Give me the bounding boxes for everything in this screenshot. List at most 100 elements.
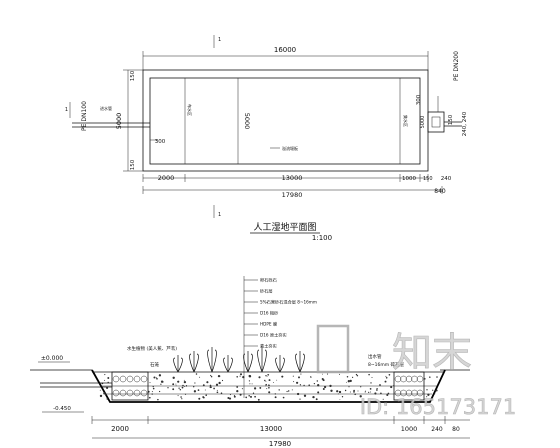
- section-right-label-gravel: 8~16mm 碎石层: [368, 361, 405, 368]
- gravel-dot: [209, 384, 212, 387]
- gravel-dot: [434, 393, 436, 395]
- gravel-dot: [317, 391, 320, 394]
- section-elev-0: ±0.000: [41, 355, 63, 362]
- gravel-dot: [300, 373, 302, 375]
- gravel-dot: [199, 376, 201, 378]
- gravel-dot: [198, 397, 201, 400]
- gravel-dot: [374, 392, 377, 395]
- gravel-dot: [248, 395, 250, 397]
- plan-section-mark-top: 1: [218, 37, 221, 43]
- gravel-dot: [204, 389, 206, 391]
- section-elev-neg: -0.450: [53, 406, 71, 412]
- section-inlet-gabion: [111, 371, 149, 401]
- gravel-dot: [221, 379, 224, 382]
- layer-callout-label: 5%石膏砂石混合层 8~16mm: [260, 299, 317, 306]
- gabion-stone: [126, 389, 134, 397]
- gravel-dot: [233, 395, 236, 398]
- plan-dim-13000: 13000: [282, 174, 303, 182]
- gravel-dot: [99, 394, 103, 398]
- gravel-dot: [353, 391, 355, 393]
- gravel-dot: [218, 381, 221, 385]
- plan-label-outlet-zone: 集水区: [403, 115, 409, 127]
- plan-dim-1000: 1000: [402, 176, 416, 182]
- plan-view: 16000 5000 150 150 5000 布水区 集水区 溢流堰板 300…: [65, 35, 468, 242]
- gravel-dot: [227, 397, 230, 399]
- gravel-dot: [310, 376, 312, 378]
- section-gravel-texture: [99, 373, 438, 401]
- section-outlet-gabion: [393, 371, 425, 401]
- gravel-dot: [259, 386, 262, 389]
- section-basin-outline: [91, 369, 446, 403]
- gabion-stone: [112, 375, 120, 383]
- gravel-dot: [390, 386, 393, 389]
- gravel-dot: [106, 398, 109, 400]
- gravel-dot: [385, 377, 388, 379]
- section-dim-80: 80: [452, 426, 460, 433]
- section-dim-240: 240: [431, 426, 443, 433]
- gravel-dot: [152, 385, 154, 388]
- layer-callout-label: D16 原土夯实: [260, 332, 287, 339]
- plan-dim-840: 840: [434, 188, 446, 195]
- gravel-dot: [348, 386, 350, 388]
- gravel-dot: [274, 393, 276, 395]
- gravel-dot: [172, 388, 175, 391]
- gabion-stone: [133, 389, 141, 397]
- gravel-dot: [251, 383, 253, 385]
- gabion-stone: [133, 375, 141, 383]
- plan-dim-300-left: 300: [155, 139, 166, 145]
- gravel-dot: [346, 381, 347, 383]
- gravel-dot: [197, 389, 200, 391]
- section-dim-1000: 1000: [401, 425, 418, 433]
- gravel-dot: [369, 388, 372, 390]
- gravel-dot: [205, 394, 207, 396]
- gravel-dot: [158, 390, 161, 393]
- gravel-dot: [385, 375, 387, 377]
- gravel-dot: [177, 381, 179, 383]
- gravel-dot: [253, 387, 257, 390]
- gabion-stone: [411, 389, 418, 397]
- gravel-dot: [181, 386, 184, 389]
- gravel-dot: [379, 384, 381, 386]
- plan-outlet-box: [427, 111, 445, 133]
- gravel-dot: [359, 395, 362, 398]
- gravel-dot: [424, 378, 426, 380]
- gravel-dot: [184, 393, 187, 395]
- section-dim-13000: 13000: [260, 425, 282, 433]
- gravel-dot: [272, 382, 274, 384]
- gravel-dot: [266, 388, 268, 390]
- gravel-dot: [239, 375, 241, 377]
- gravel-dot: [299, 384, 302, 386]
- gabion-stone: [405, 375, 413, 383]
- gravel-dot: [353, 389, 355, 392]
- gravel-dot: [268, 384, 270, 387]
- gravel-dot: [312, 395, 315, 399]
- gravel-dot: [338, 390, 342, 394]
- gravel-dot: [157, 398, 159, 401]
- section-left-label-gabion: 石笼: [150, 361, 159, 368]
- gravel-dot: [265, 380, 267, 382]
- gabion-stone: [394, 389, 402, 397]
- gravel-dot: [193, 386, 195, 388]
- gravel-dot: [182, 384, 184, 387]
- gravel-dot: [151, 391, 153, 393]
- gravel-dot: [245, 396, 248, 399]
- gabion-stone: [112, 389, 120, 397]
- plant: [257, 347, 267, 373]
- plan-dim-150-bot: 150: [130, 159, 136, 170]
- plan-outlet-label: PE DN200: [453, 51, 460, 81]
- gravel-dot: [160, 383, 162, 385]
- plan-section-mark-bottom: 1: [218, 212, 221, 218]
- gravel-dot: [386, 393, 389, 397]
- gravel-dot: [339, 399, 341, 400]
- gravel-dot: [282, 396, 285, 399]
- gravel-dot: [380, 392, 382, 395]
- plan-dim-150-top: 150: [130, 70, 136, 81]
- gravel-dot: [175, 385, 177, 387]
- gravel-dot: [211, 386, 212, 388]
- gravel-dot: [267, 373, 270, 376]
- plan-dim-5000-left: 5000: [115, 113, 123, 130]
- gabion-stone: [119, 389, 127, 397]
